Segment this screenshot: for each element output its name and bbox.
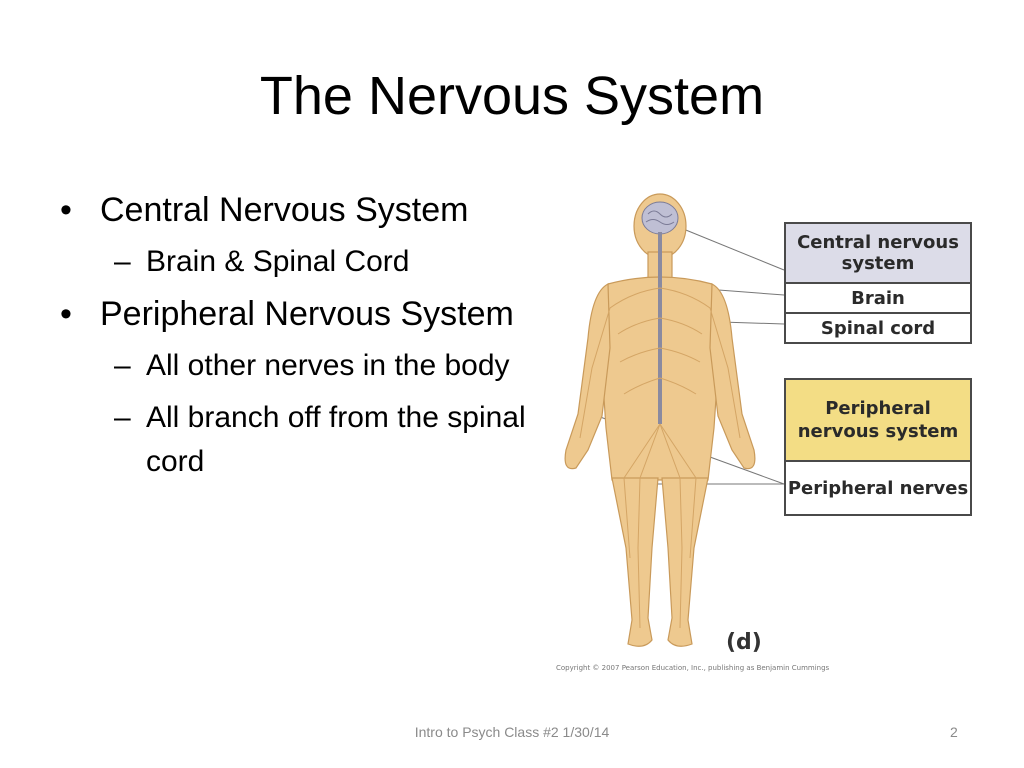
slide-number: 2 bbox=[950, 724, 958, 740]
figure-copyright: Copyright © 2007 Pearson Education, Inc.… bbox=[556, 664, 830, 672]
brain-shape bbox=[641, 201, 679, 235]
dash-marker: – bbox=[114, 349, 131, 382]
dash-marker: – bbox=[114, 401, 131, 434]
bullet-marker: • bbox=[60, 191, 72, 229]
sub-bullet-item: – Brain & Spinal Cord bbox=[114, 240, 530, 284]
bullet-marker: • bbox=[60, 295, 72, 333]
pns-label-box: Peripheral nervous system Peripheral ner… bbox=[784, 378, 972, 516]
bullet-list: • Central Nervous System – Brain & Spina… bbox=[60, 188, 530, 492]
bullet-item: • Central Nervous System bbox=[60, 188, 530, 232]
nervous-system-figure: Central nervous system Brain Spinal cord… bbox=[548, 188, 988, 688]
slide-title: The Nervous System bbox=[259, 66, 765, 126]
dash-marker: – bbox=[114, 245, 131, 278]
sub-bullet-text: All branch off from the spinal cord bbox=[146, 401, 526, 478]
pns-header-label: Peripheral nervous system bbox=[784, 378, 972, 462]
bullet-text: Central Nervous System bbox=[100, 191, 469, 229]
bullet-item: • Peripheral Nervous System bbox=[60, 292, 530, 336]
sub-bullet-item: – All other nerves in the body bbox=[114, 344, 530, 388]
spinal-cord-label: Spinal cord bbox=[784, 314, 972, 344]
body-illustration bbox=[564, 193, 785, 647]
footer-text: Intro to Psych Class #2 1/30/14 bbox=[414, 724, 610, 740]
panel-letter: (d) bbox=[726, 630, 762, 655]
cns-label-box: Central nervous system Brain Spinal cord bbox=[784, 222, 972, 344]
sub-bullet-text: All other nerves in the body bbox=[146, 349, 510, 382]
sub-bullet-text: Brain & Spinal Cord bbox=[146, 245, 410, 278]
cns-header-label: Central nervous system bbox=[784, 222, 972, 284]
bullet-text: Peripheral Nervous System bbox=[100, 295, 514, 333]
brain-folds bbox=[645, 210, 675, 225]
peripheral-nerves-label: Peripheral nerves bbox=[784, 462, 972, 516]
brain-label: Brain bbox=[784, 284, 972, 314]
sub-bullet-item: – All branch off from the spinal cord bbox=[114, 396, 530, 484]
peripheral-nerve-lines bbox=[579, 287, 741, 629]
